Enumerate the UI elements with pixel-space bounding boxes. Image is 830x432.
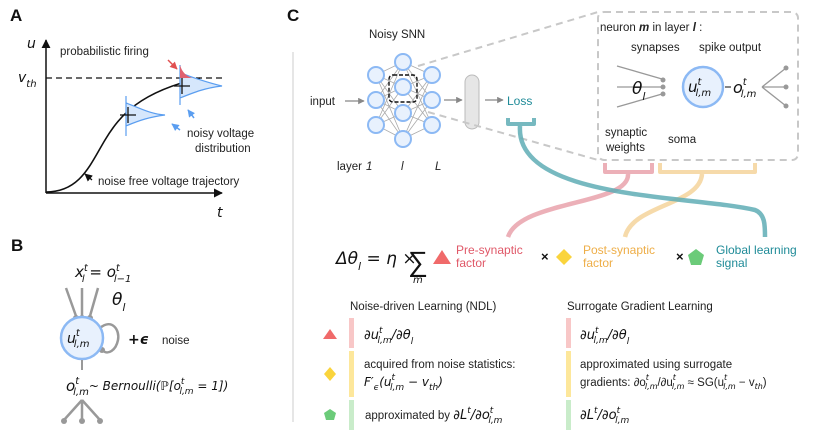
panel-label-b: B	[11, 236, 23, 255]
detail-theta: θl	[632, 79, 645, 103]
trajectory-arrow	[84, 173, 93, 182]
output-synapses	[63, 399, 101, 421]
voltage-trajectory	[45, 77, 201, 193]
synapse-bracket	[603, 163, 654, 174]
global-signal-link	[517, 125, 768, 238]
layer-l-label: l	[401, 161, 404, 173]
post-factor-2: factor	[583, 256, 613, 270]
noisy-label-1: noisy voltage	[187, 128, 254, 140]
neuron-detail-title: neuron m in layer l :	[600, 22, 702, 34]
sg-header: Surrogate Gradient Learning	[567, 301, 713, 313]
noise-distribution-1	[125, 96, 166, 136]
global-signal-2: signal	[716, 256, 747, 270]
pentagon-icon	[688, 249, 704, 265]
panel-a: A u t vth probabilistic firing noisy vol…	[10, 6, 254, 221]
y-axis-label: u	[27, 36, 36, 52]
x-axis-label: t	[217, 205, 223, 221]
soma-bracket	[658, 163, 757, 174]
noise-arrow-2	[171, 123, 181, 132]
panel-label-a: A	[10, 6, 22, 25]
times-2: ×	[676, 249, 684, 264]
input-synapses	[64, 287, 100, 317]
network-title: Noisy SNN	[369, 29, 425, 41]
selected-neuron-box	[388, 74, 418, 103]
triangle-icon	[433, 250, 451, 264]
firing-region	[180, 65, 192, 78]
trajectory-label: noise free voltage trajectory	[98, 176, 240, 188]
detail-input-synapses	[616, 65, 663, 108]
detail-output-synapses	[761, 67, 787, 107]
pentagon-icon	[324, 409, 336, 420]
noise-distribution-2	[179, 65, 223, 105]
noise-loop	[99, 323, 120, 354]
pre-synaptic-link	[505, 173, 631, 238]
loss-label: Loss	[507, 94, 532, 108]
pre-factor-2: factor	[456, 256, 486, 270]
ndl-header: Noise-driven Learning (NDL)	[350, 301, 497, 313]
firing-arrow	[167, 59, 178, 70]
spike-output-label: spike output	[699, 42, 762, 54]
comparison-table: Noise-driven Learning (NDL) Surrogate Gr…	[323, 301, 767, 430]
sg-post-factor-1: approximated using surrogate	[580, 359, 732, 371]
layer-L-label: L	[435, 161, 441, 173]
pre-factor-1: Pre-synaptic	[456, 243, 523, 257]
panel-label-c: C	[287, 6, 299, 25]
synapses-label: synapses	[631, 42, 680, 54]
readout-layer	[464, 74, 480, 130]
theta-label: θl	[112, 290, 125, 314]
diamond-icon	[324, 367, 336, 381]
detail-soma	[681, 65, 725, 109]
firing-label: probabilistic firing	[60, 46, 149, 58]
update-equation: Δθl = η ×	[334, 249, 417, 273]
synaptic-weights-label-2: weights	[605, 142, 645, 154]
post-factor-1: Post-synaptic	[583, 243, 655, 257]
noisy-label-2: distribution	[195, 143, 251, 155]
post-synaptic-link	[622, 173, 705, 238]
threshold-label: vth	[18, 70, 37, 90]
sum-index: m	[413, 275, 423, 286]
times-1: ×	[541, 249, 549, 264]
neuron-soma	[59, 315, 105, 361]
cross-markers	[120, 78, 190, 123]
noise-label: noise	[162, 335, 190, 347]
diamond-icon	[556, 249, 572, 265]
loss-bracket	[506, 118, 536, 126]
zoom-lines	[417, 11, 599, 161]
soma-label: soma	[668, 134, 697, 146]
global-signal-1: Global learning	[716, 243, 797, 257]
ndl-post-factor-1: acquired from noise statistics:	[364, 359, 515, 371]
triangle-icon	[323, 329, 337, 339]
network-neurons	[367, 53, 441, 148]
noise-symbol: +ϵ	[128, 332, 149, 348]
input-label: input	[310, 96, 336, 108]
synaptic-weights-label-1: synaptic	[605, 127, 647, 139]
sum-symbol: ∑	[408, 246, 428, 277]
noise-arrow-1	[187, 109, 196, 119]
